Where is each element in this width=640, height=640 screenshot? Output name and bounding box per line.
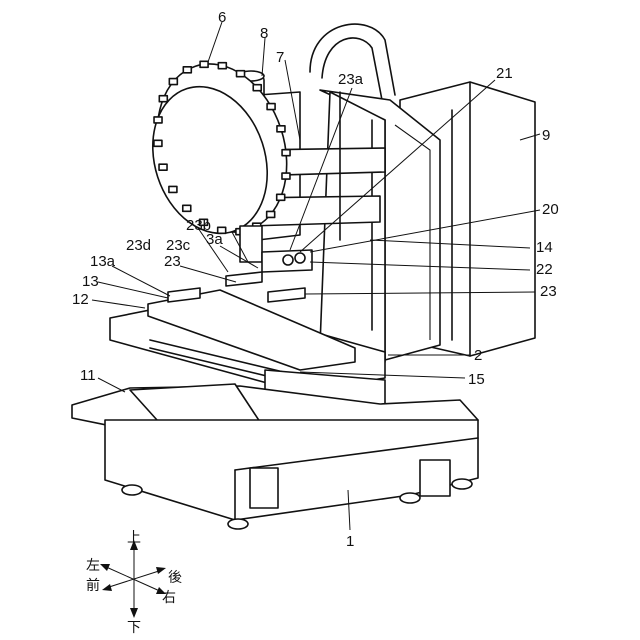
- dir-up: 上: [127, 530, 141, 546]
- dir-back: 後: [168, 570, 182, 586]
- tool-pocket: [154, 140, 162, 146]
- tool-pocket: [183, 67, 191, 73]
- label-23-right: 23: [540, 283, 557, 300]
- dir-right: 右: [162, 590, 176, 606]
- tool-pocket: [154, 117, 162, 123]
- label-2: 2: [474, 347, 482, 364]
- label-22: 22: [536, 261, 553, 278]
- tool-pocket: [159, 96, 167, 102]
- label-9: 9: [542, 127, 550, 144]
- tool-pocket: [169, 186, 177, 192]
- column-body: [320, 90, 440, 362]
- label-23c: 23c: [166, 237, 191, 254]
- tool-pocket: [183, 205, 191, 211]
- label-23a-top: 23a: [338, 71, 364, 88]
- label-23d: 23d: [126, 237, 151, 254]
- label-8: 8: [260, 25, 268, 42]
- tool-pocket: [282, 173, 290, 179]
- label-13: 13: [82, 273, 99, 290]
- tool-pocket: [267, 104, 275, 110]
- tool-pocket: [253, 85, 261, 91]
- tool-pocket: [200, 61, 208, 67]
- label-6: 6: [218, 9, 226, 26]
- dir-left: 左: [86, 558, 100, 574]
- tool-pocket: [277, 194, 285, 200]
- label-3a: 3a: [206, 231, 223, 248]
- label-13a: 13a: [90, 253, 116, 270]
- direction-indicator: 上 下 左 前 後 右: [86, 530, 182, 636]
- tool-pocket: [218, 63, 226, 69]
- label-14: 14: [536, 239, 553, 256]
- label-23-left: 23: [164, 253, 181, 270]
- tool-pocket: [169, 79, 177, 85]
- machine-base: [105, 420, 478, 529]
- tool-pocket: [159, 164, 167, 170]
- left-arrow-icon: [100, 564, 110, 571]
- dir-down: 下: [127, 620, 141, 636]
- front-arrow-icon: [102, 584, 112, 591]
- label-7: 7: [276, 49, 284, 66]
- column-arch: [310, 24, 395, 100]
- label-11: 11: [80, 367, 96, 384]
- label-15: 15: [468, 371, 485, 388]
- tool-pocket: [237, 71, 245, 77]
- tool-pocket: [282, 150, 290, 156]
- label-20: 20: [542, 201, 559, 218]
- label-1: 1: [346, 533, 354, 550]
- tool-pocket: [277, 126, 285, 132]
- back-arrow-icon: [156, 567, 166, 574]
- dir-front: 前: [86, 577, 100, 594]
- label-21: 21: [496, 65, 513, 82]
- down-arrow-icon: [130, 608, 138, 618]
- label-12: 12: [72, 291, 89, 308]
- tool-pocket: [267, 211, 275, 217]
